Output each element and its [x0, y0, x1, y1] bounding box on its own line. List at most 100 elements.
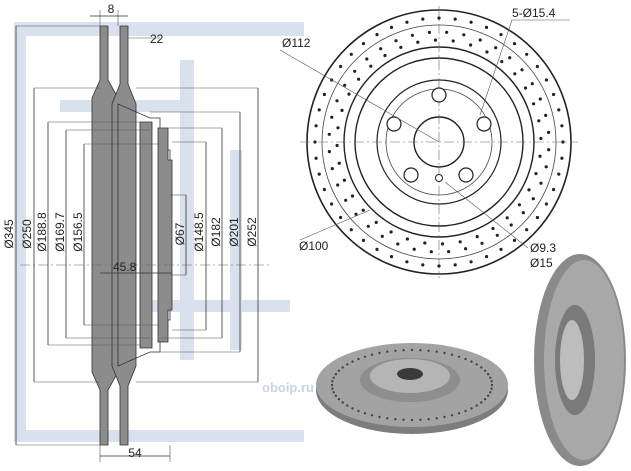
- photo-drill-hole: [486, 373, 490, 376]
- drill-hole: [375, 33, 379, 37]
- photo-drill-hole: [427, 349, 430, 352]
- photo-drill-hole: [419, 349, 422, 352]
- cross-section: [20, 10, 270, 446]
- front-view-labels: Ø112 5-Ø15.4 Ø100 Ø9.3 Ø15: [282, 6, 556, 270]
- drill-hole: [349, 228, 353, 232]
- photo-drill-hole: [483, 369, 487, 372]
- photo-drill-hole: [402, 418, 405, 421]
- drill-hole: [405, 237, 409, 241]
- drill-hole: [327, 150, 331, 154]
- drill-hole: [399, 45, 403, 50]
- drill-hole: [491, 226, 495, 231]
- drill-hole: [394, 39, 398, 43]
- photo-drill-hole: [334, 394, 338, 397]
- drill-hole: [375, 247, 379, 251]
- drill-hole: [544, 165, 548, 169]
- photo-drill-hole: [480, 366, 483, 369]
- drill-hole: [389, 25, 394, 29]
- dim-width-top: 8: [108, 2, 115, 16]
- photo-drill-hole: [435, 350, 438, 353]
- photo-drill-hole: [457, 355, 461, 358]
- drill-hole: [317, 108, 321, 112]
- drill-hole: [458, 240, 462, 244]
- dim-67: Ø67: [173, 222, 187, 245]
- drill-hole: [453, 263, 457, 267]
- product-photo-side: [534, 254, 626, 466]
- drill-hole: [427, 30, 431, 34]
- drill-hole: [531, 197, 535, 201]
- dim-156: Ø156.5: [71, 212, 85, 252]
- drill-hole: [357, 77, 361, 81]
- drill-hole: [527, 188, 531, 192]
- drill-hole: [423, 241, 427, 245]
- drill-hole: [552, 92, 556, 97]
- photo-drill-hole: [490, 383, 494, 387]
- photo-drill-hole: [410, 418, 414, 422]
- drill-hole: [525, 228, 529, 232]
- drill-hole: [544, 202, 549, 206]
- drill-hole: [475, 235, 479, 239]
- photo-drill-hole: [443, 415, 446, 419]
- drill-hole: [538, 97, 542, 101]
- photo-drill-hole: [334, 373, 338, 376]
- drill-hole: [343, 83, 347, 87]
- photo-drill-hole: [370, 414, 374, 417]
- drill-hole: [445, 30, 449, 34]
- drill-hole: [380, 234, 384, 238]
- drill-hole: [530, 82, 534, 86]
- drill-hole: [534, 172, 538, 176]
- drill-hole: [469, 260, 473, 264]
- drill-hole: [499, 33, 503, 37]
- drill-hole: [361, 238, 366, 242]
- photo-drill-hole: [386, 350, 389, 353]
- photo-drill-hole: [378, 415, 381, 419]
- drill-hole: [361, 208, 365, 212]
- drill-hole: [396, 242, 400, 246]
- drill-hole: [557, 108, 561, 112]
- drill-hole: [544, 113, 548, 117]
- photo-drill-hole: [475, 404, 478, 407]
- drill-hole: [379, 47, 383, 51]
- dim-182: Ø182: [209, 217, 223, 247]
- drill-hole: [374, 220, 378, 224]
- photo-drill-hole: [394, 349, 397, 352]
- drill-hole: [499, 247, 503, 251]
- drill-hole: [440, 242, 445, 246]
- drill-hole: [365, 57, 369, 61]
- drill-hole: [339, 215, 343, 220]
- photo-drill-hole: [337, 369, 341, 372]
- drill-hole: [330, 167, 334, 171]
- drill-hole: [337, 161, 341, 165]
- drill-hole: [520, 68, 524, 72]
- drill-hole: [437, 264, 441, 268]
- dim-252: Ø252: [245, 217, 259, 247]
- drill-hole: [349, 52, 353, 56]
- drill-hole: [544, 78, 549, 82]
- photo-drill-hole: [450, 414, 454, 417]
- photo-drill-hole: [489, 391, 492, 394]
- drill-hole: [464, 247, 468, 251]
- photo-drill-hole: [435, 417, 438, 420]
- photo-drill-hole: [386, 417, 389, 420]
- photo-drill-hole: [490, 387, 493, 390]
- photo-drill-hole: [419, 418, 422, 421]
- photo-drill-hole: [470, 360, 473, 363]
- drill-hole: [322, 92, 326, 97]
- photo-drill-hole: [341, 401, 344, 404]
- drill-hole: [494, 46, 498, 50]
- photo-drill-hole: [357, 409, 360, 413]
- photo-drill-hole: [341, 366, 344, 369]
- photo-drill-hole: [357, 357, 360, 361]
- drill-hole: [535, 64, 540, 69]
- photo-drill-hole: [370, 353, 374, 356]
- drill-hole: [344, 198, 348, 202]
- drill-hole: [462, 33, 466, 37]
- photo-drill-holes: [330, 348, 494, 422]
- photo-drill-hole: [464, 357, 467, 361]
- drill-hole: [314, 124, 318, 128]
- drill-hole: [354, 212, 358, 216]
- drill-hole: [505, 216, 509, 220]
- drill-hole: [521, 211, 525, 215]
- drill-hole: [537, 119, 541, 123]
